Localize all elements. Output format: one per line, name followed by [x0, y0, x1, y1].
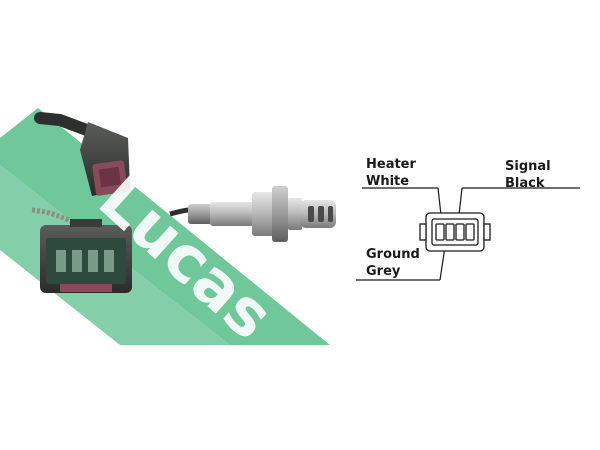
ground-label: Ground Grey — [366, 246, 420, 280]
ground-color: Grey — [366, 264, 401, 279]
bottom-connector — [40, 219, 132, 293]
sensor-cable — [34, 112, 98, 138]
signal-label: Signal Black — [505, 158, 551, 192]
oxygen-sensor — [169, 186, 336, 242]
watermark-band — [0, 108, 330, 345]
signal-name: Signal — [505, 159, 551, 174]
connector-diagram — [419, 212, 491, 252]
heater-name: Heater — [366, 157, 416, 172]
ground-name: Ground — [366, 247, 420, 262]
signal-color: Black — [505, 176, 545, 191]
top-connector — [80, 122, 130, 196]
heater-color: White — [366, 174, 410, 189]
braided-cable — [31, 207, 74, 225]
heater-label: Heater White — [366, 156, 416, 190]
